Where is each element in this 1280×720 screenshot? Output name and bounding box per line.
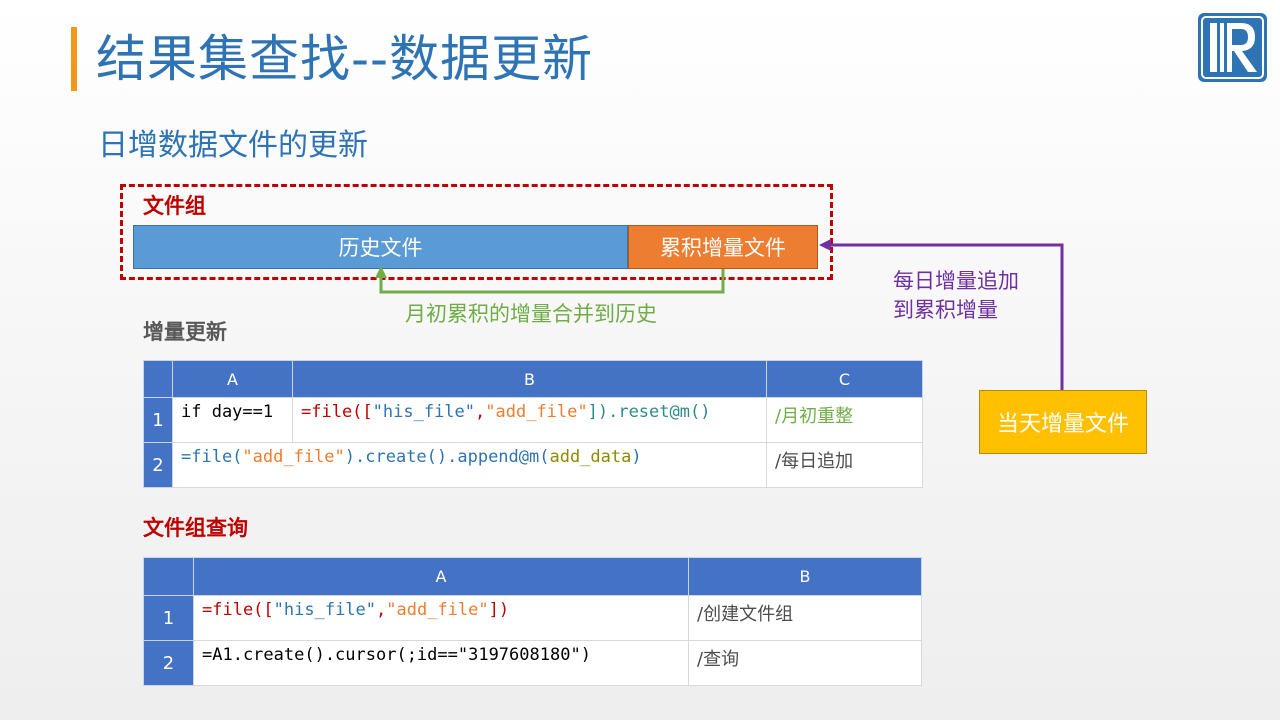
cell-a1[interactable]: if day==1 (172, 397, 293, 443)
cell-a2-code: =file("add_file").create().append@m(add_… (181, 447, 642, 467)
cell-a2[interactable]: =file("add_file").create().append@m(add_… (172, 442, 767, 488)
cell-b2[interactable]: /查询 (688, 640, 922, 686)
slide-title: 结果集查找--数据更新 (96, 30, 594, 88)
cell-c1[interactable]: /月初重整 (766, 397, 923, 443)
cell-c2-comment: /每日追加 (775, 451, 854, 472)
cell-a1-code: if day==1 (181, 402, 274, 422)
daily-append-annotation: 每日增量追加 到累积增量 (893, 267, 1019, 325)
cell-a2[interactable]: =A1.create().cursor(;id=="3197608180") (193, 640, 689, 686)
today-file-box: 当天增量文件 (979, 390, 1147, 454)
row-header-2[interactable]: 2 (143, 442, 173, 488)
cell-b1-comment: /创建文件组 (697, 604, 794, 625)
history-file-label: 历史文件 (338, 236, 423, 260)
table-row: 1 if day==1 =file(["his_file","add_file"… (143, 397, 923, 443)
corner-cell (143, 360, 173, 398)
daily-append-line1: 每日增量追加 (893, 269, 1019, 293)
query-section-title: 文件组查询 (143, 516, 248, 540)
slide-subtitle: 日增数据文件的更新 (98, 128, 368, 163)
daily-append-line2: 到累积增量 (893, 298, 998, 322)
column-header-c[interactable]: C (766, 360, 923, 398)
accumulated-file-label: 累积增量文件 (660, 236, 786, 260)
column-header-a[interactable]: A (193, 557, 689, 596)
table-row: 2 =A1.create().cursor(;id=="3197608180")… (143, 640, 922, 686)
cell-b2-comment: /查询 (697, 649, 740, 670)
row-header-1[interactable]: 1 (143, 397, 173, 443)
cell-c2[interactable]: /每日追加 (766, 442, 923, 488)
cell-a1[interactable]: =file(["his_file","add_file"]) (193, 595, 689, 641)
merge-annotation: 月初累积的增量合并到历史 (405, 302, 657, 326)
file-group-label: 文件组 (143, 194, 206, 218)
cell-b1-code: =file(["his_file","add_file"]).reset@m() (301, 402, 711, 422)
cell-b1[interactable]: /创建文件组 (688, 595, 922, 641)
row-header-1[interactable]: 1 (143, 595, 194, 641)
query-grid: A B 1 =file(["his_file","add_file"]) /创建… (143, 557, 922, 686)
history-file-bar: 历史文件 (133, 225, 628, 269)
update-section-title: 增量更新 (143, 320, 227, 344)
cell-c1-comment: /月初重整 (775, 406, 854, 427)
column-header-b[interactable]: B (292, 360, 767, 398)
raqsoft-logo-icon (1198, 13, 1267, 82)
accumulated-file-bar: 累积增量文件 (628, 225, 818, 269)
title-accent-bar (71, 27, 77, 91)
update-grid: A B C 1 if day==1 =file(["his_file","add… (143, 360, 923, 488)
row-header-2[interactable]: 2 (143, 640, 194, 686)
table-row: 2 =file("add_file").create().append@m(ad… (143, 442, 923, 488)
column-header-a[interactable]: A (172, 360, 293, 398)
today-file-label: 当天增量文件 (996, 412, 1129, 437)
corner-cell (143, 557, 194, 596)
cell-a1-code: =file(["his_file","add_file"]) (202, 600, 510, 620)
column-header-b[interactable]: B (688, 557, 922, 596)
cell-a2-code: =A1.create().cursor(;id=="3197608180") (202, 645, 591, 665)
table-row: 1 =file(["his_file","add_file"]) /创建文件组 (143, 595, 922, 641)
cell-b1[interactable]: =file(["his_file","add_file"]).reset@m() (292, 397, 767, 443)
